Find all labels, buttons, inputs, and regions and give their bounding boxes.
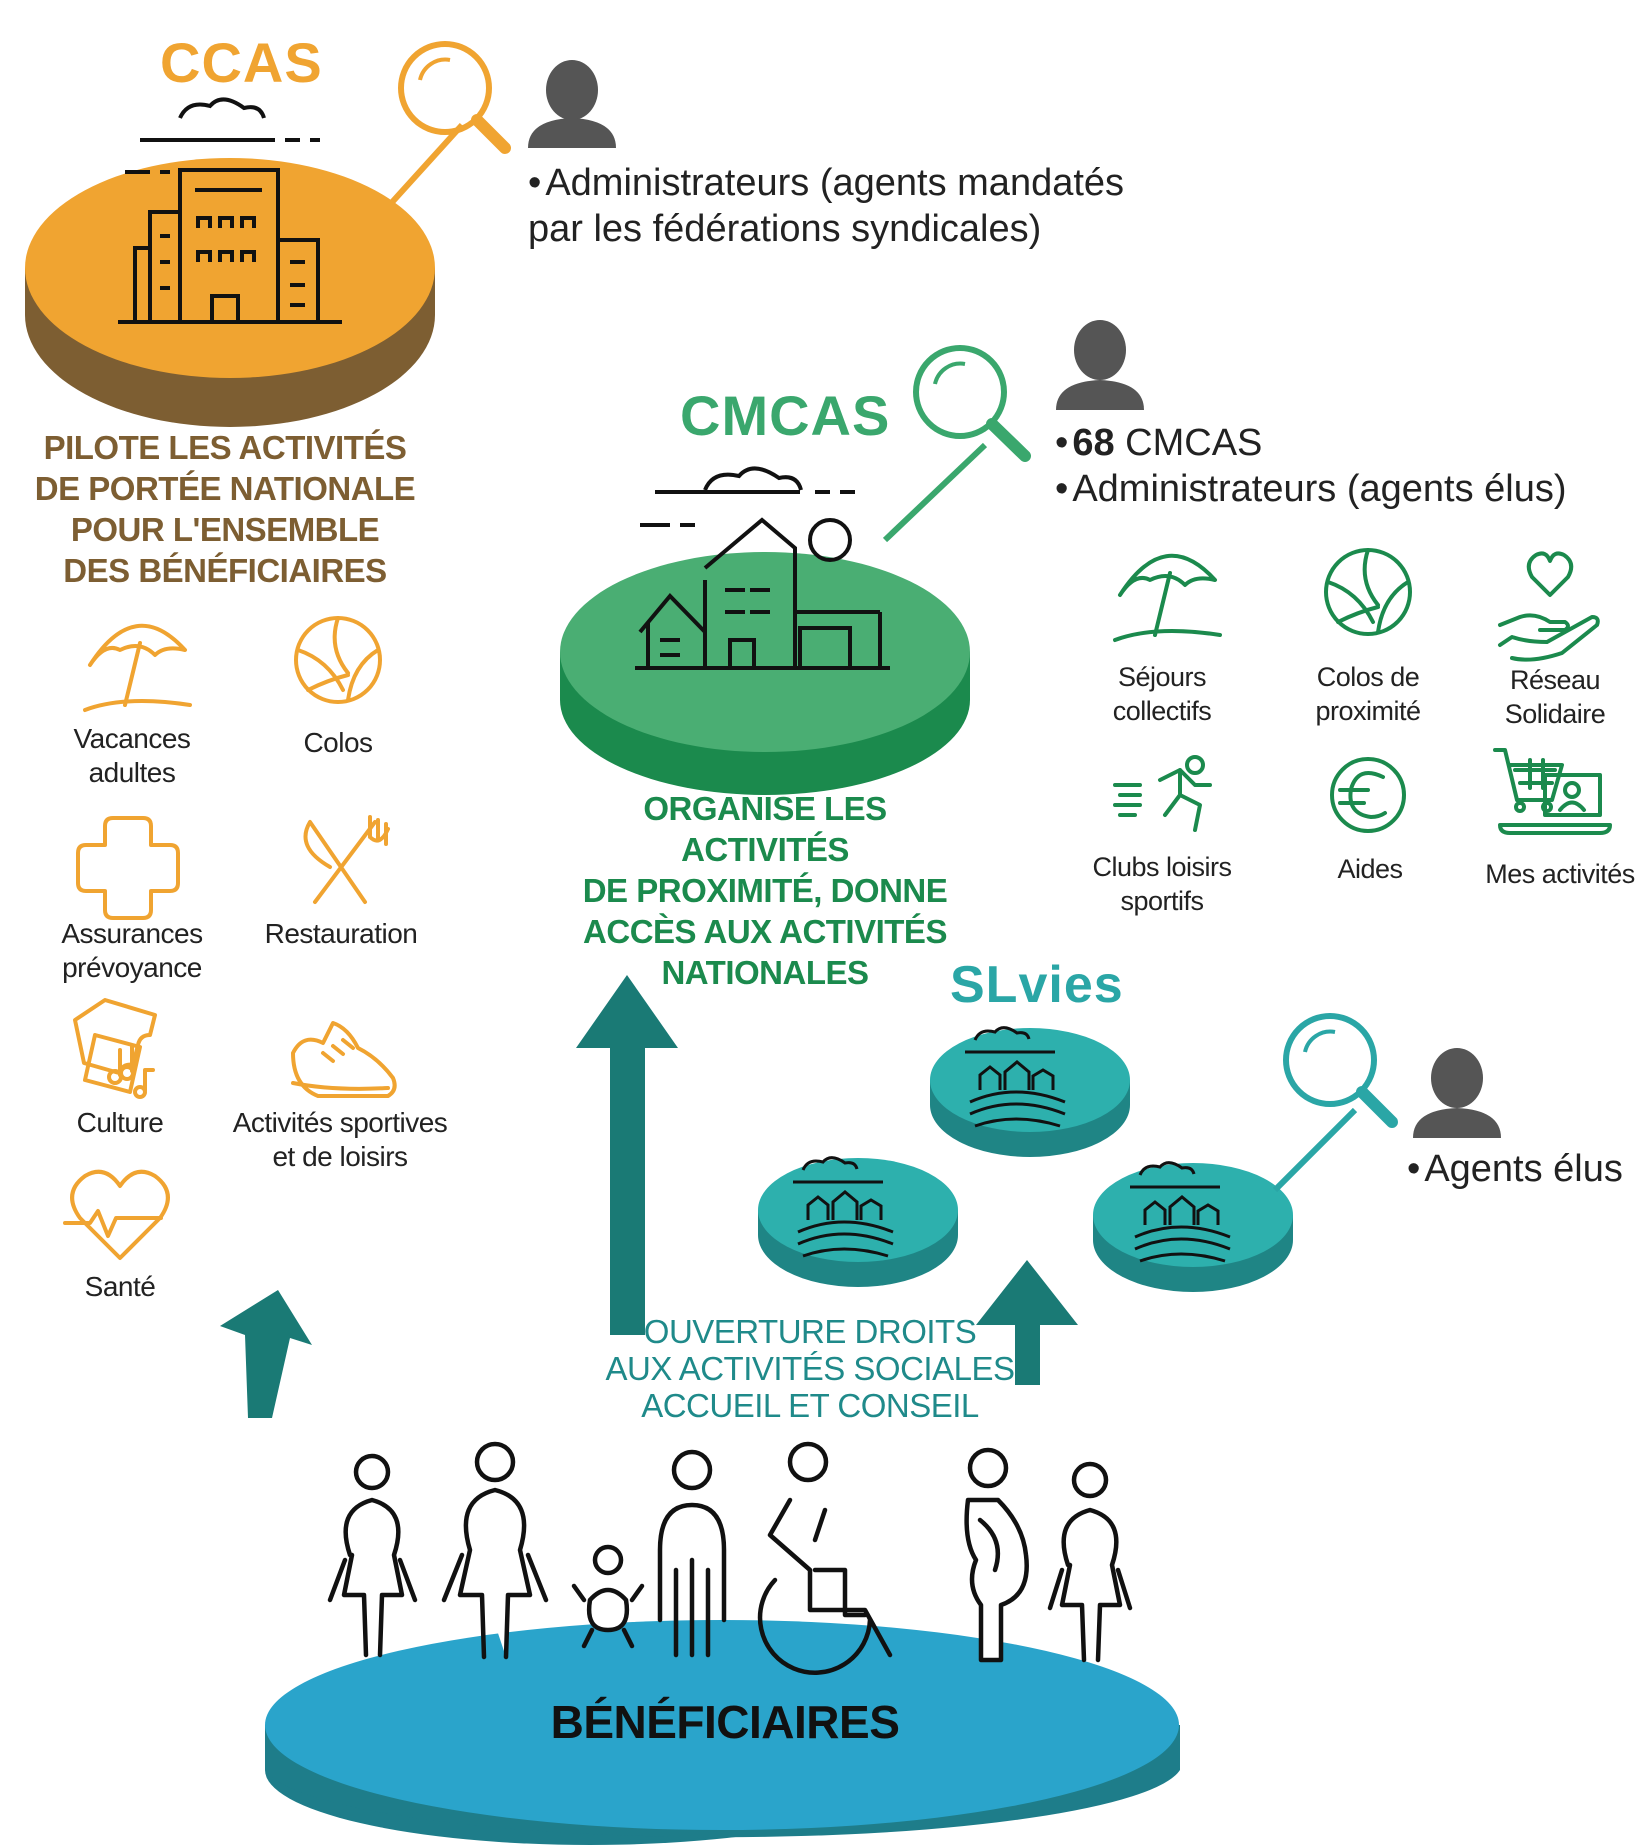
- activity-label: Culture: [76, 1107, 164, 1138]
- activity-label: proximité: [1315, 696, 1421, 726]
- cmcas-activity-colos: Colos de proximité: [1253, 660, 1483, 728]
- ccas-person-icon: [528, 60, 616, 148]
- parasol-icon: [83, 623, 192, 712]
- cmcas-person-icon: [1056, 320, 1144, 410]
- slvies-mission: OUVERTURE DROITS AUX ACTIVITÉS SOCIALES …: [590, 1313, 1030, 1424]
- slvies-title: SLvies: [950, 956, 1124, 1014]
- house-icon: [635, 466, 890, 670]
- activity-label: Réseau: [1509, 665, 1601, 695]
- ccas-admins-line2: par les fédérations syndicales): [528, 208, 1042, 250]
- activity-label: Séjours: [1117, 662, 1207, 692]
- activity-label: Mes activités: [1485, 859, 1635, 889]
- beneficiaires-label: BÉNÉFICIAIRES: [550, 1696, 900, 1748]
- heart-pulse-icon: [63, 1169, 170, 1260]
- activity-label: prévoyance: [62, 952, 202, 983]
- cmcas-activity-reseau: Réseau Solidaire: [1440, 663, 1648, 731]
- parasol-icon: [1113, 553, 1222, 642]
- sneaker-icon: [291, 1021, 397, 1098]
- ccas-mission-line: POUR L'ENSEMBLE: [70, 511, 380, 548]
- ccas-admins-line1: Administrateurs (agents mandatés: [528, 160, 1124, 206]
- people-group-icon: [327, 1441, 1133, 1675]
- slvies-person-icon: [1413, 1048, 1501, 1138]
- ccas-mission-line: DE PORTÉE NATIONALE: [34, 470, 416, 507]
- cmcas-mission: ORGANISE LES ACTIVITÉS DE PROXIMITÉ, DON…: [560, 788, 970, 993]
- ccas-activity-restauration: Restauration: [221, 917, 461, 951]
- cmcas-activity-aides: Aides: [1255, 852, 1485, 886]
- ccas-disc: [25, 158, 435, 427]
- fork-knife-icon: [303, 815, 390, 904]
- ccas-mission-line: PILOTE LES ACTIVITÉS: [43, 429, 407, 466]
- cmcas-mission-line: ACCÈS AUX ACTIVITÉS: [583, 913, 947, 950]
- ccas-activity-culture: Culture: [0, 1106, 240, 1140]
- activity-label: Colos de: [1316, 662, 1420, 692]
- ccas-activity-colos: Colos: [218, 726, 458, 760]
- ccas-mission: PILOTE LES ACTIVITÉS DE PORTÉE NATIONALE…: [30, 427, 420, 591]
- slvies-mission-line: AUX ACTIVITÉS SOCIALES: [605, 1350, 1015, 1387]
- cmcas-magnifier-icon: [882, 345, 1031, 543]
- slvies-magnifier-icon: [1272, 1013, 1398, 1193]
- ccas-activity-vacances: Vacances adultes: [12, 722, 252, 790]
- cmcas-mission-line: ORGANISE LES ACTIVITÉS: [643, 790, 887, 868]
- slvies-mission-line: OUVERTURE DROITS: [643, 1313, 977, 1350]
- activity-label: Solidaire: [1504, 699, 1606, 729]
- activity-label: Vacances: [73, 723, 191, 754]
- beneficiaires-disc: [265, 1620, 1180, 1845]
- activity-label: Assurances: [61, 918, 203, 949]
- ccas-activity-sportives: Activités sportives et de loisirs: [210, 1106, 470, 1174]
- health-cross-icon: [76, 816, 180, 920]
- activity-label: adultes: [88, 757, 176, 788]
- slvies-mission-line: ACCUEIL ET CONSEIL: [641, 1387, 979, 1424]
- euro-icon: [1330, 757, 1406, 833]
- village-icon: [793, 1026, 1231, 1263]
- arrow-to-slvies: [976, 1260, 1078, 1385]
- activity-label: sportifs: [1120, 886, 1204, 916]
- activity-label: Activités sportives: [232, 1107, 448, 1138]
- cmcas-info: 68 CMCAS Administrateurs (agents élus): [1055, 420, 1567, 512]
- runner-icon: [1113, 755, 1212, 832]
- cmcas-admins: Administrateurs (agents élus): [1055, 466, 1566, 512]
- arrow-to-ccas: [220, 1290, 312, 1418]
- ccas-mission-line: DES BÉNÉFICIAIRES: [63, 552, 387, 589]
- ccas-title: CCAS: [160, 31, 323, 94]
- activity-label: Clubs loisirs: [1092, 852, 1232, 882]
- activity-label: collectifs: [1112, 696, 1212, 726]
- arrow-to-cmcas: [576, 975, 678, 1335]
- cmcas-title: CMCAS: [680, 384, 891, 447]
- activity-label: Santé: [84, 1271, 156, 1302]
- cmcas-count-number: 68: [1072, 422, 1115, 464]
- cmcas-mission-line: DE PROXIMITÉ, DONNE: [582, 872, 948, 909]
- ccas-admins: Administrateurs (agents mandatés par les…: [528, 160, 1124, 252]
- cart-laptop-icon: [1493, 748, 1612, 835]
- activity-label: Aides: [1337, 854, 1403, 884]
- ccas-activity-assurances: Assurances prévoyance: [12, 917, 252, 985]
- cmcas-count: 68 CMCAS: [1055, 420, 1567, 466]
- ccas-magnifier-icon: [382, 41, 511, 213]
- activity-label: Colos: [303, 727, 373, 758]
- culture-tickets-icon: [73, 998, 157, 1099]
- volleyball-icon: [294, 616, 382, 704]
- cmcas-mission-line: NATIONALES: [661, 954, 869, 991]
- activity-label: Restauration: [264, 918, 418, 949]
- cmcas-activity-sejours: Séjours collectifs: [1047, 660, 1277, 728]
- volleyball-icon: [1324, 548, 1412, 636]
- slvies-agents: Agents élus: [1407, 1146, 1623, 1192]
- cmcas-activity-mesactivites: Mes activités: [1440, 857, 1648, 891]
- cmcas-count-label: CMCAS: [1114, 422, 1263, 464]
- heart-hand-icon: [1498, 551, 1600, 662]
- cmcas-activity-clubs: Clubs loisirs sportifs: [1047, 850, 1277, 918]
- ccas-activity-sante: Santé: [0, 1270, 240, 1304]
- building-icon: [118, 97, 342, 324]
- activity-label: et de loisirs: [272, 1141, 408, 1172]
